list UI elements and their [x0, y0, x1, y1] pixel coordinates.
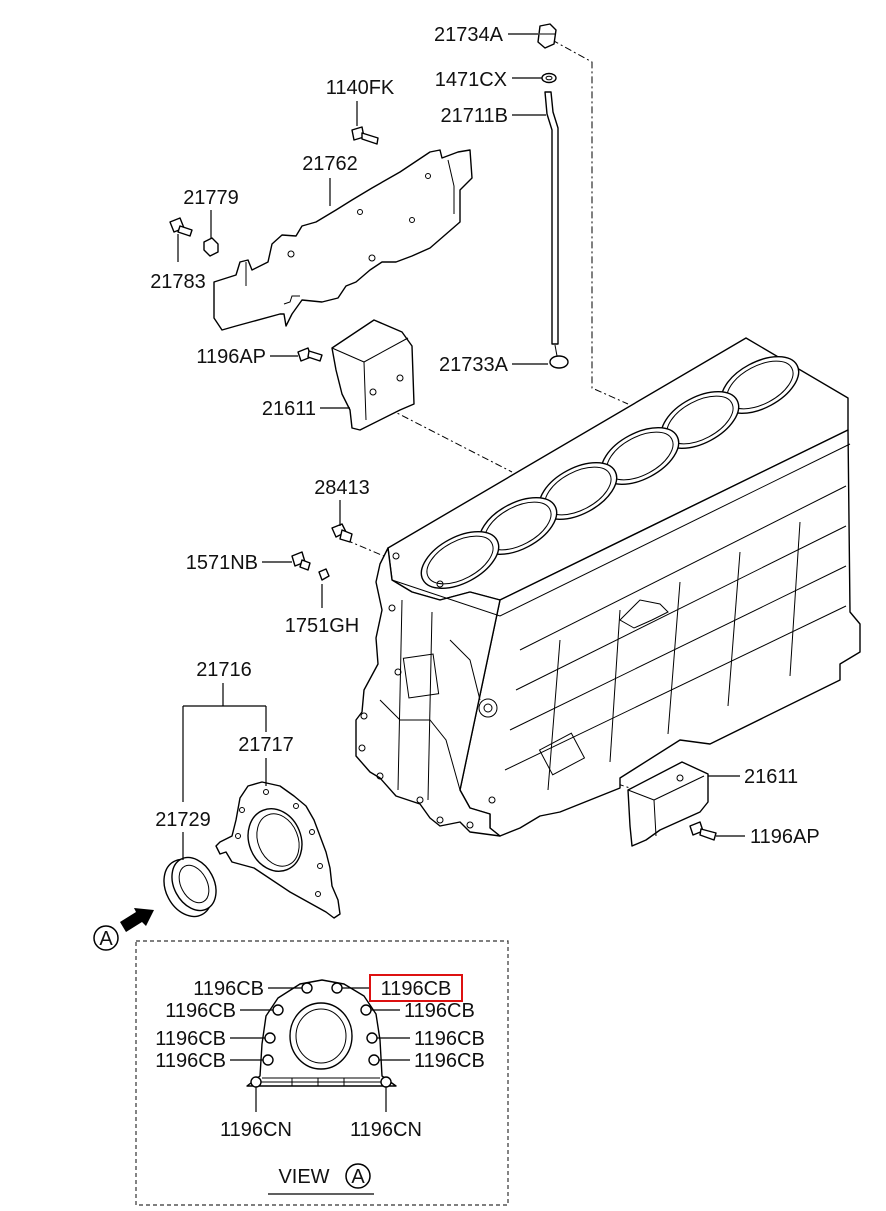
rear-oil-seal-case-part[interactable]: [215, 781, 341, 919]
engine-bracket-top-part[interactable]: [331, 319, 415, 431]
view-a-frame: [135, 940, 509, 1206]
label-1471cx[interactable]: 1471CX: [435, 69, 507, 91]
label-cb-right-3[interactable]: 1196CB: [414, 1028, 485, 1050]
label-1196ap-top[interactable]: 1196AP: [196, 346, 266, 368]
highlighted-part-box: [369, 974, 463, 1002]
view-a-leader-lines: [230, 987, 410, 1112]
gauge-cap-part[interactable]: [537, 23, 557, 49]
o-ring-part[interactable]: [541, 72, 557, 84]
label-21733a[interactable]: 21733A: [439, 354, 509, 376]
label-28413[interactable]: 28413: [314, 477, 370, 499]
callout-labels: 21734A 1471CX 21711B 1140FK 21762 21779 …: [150, 24, 820, 848]
bolt-28413-part[interactable]: [331, 523, 353, 543]
label-cb-left-3[interactable]: 1196CB: [155, 1028, 226, 1050]
rear-oil-seal-part[interactable]: [154, 850, 224, 925]
engine-bracket-bottom-part[interactable]: [627, 761, 709, 847]
label-cn-right[interactable]: 1196CN: [350, 1119, 422, 1141]
gauge-tube-part[interactable]: [544, 91, 559, 345]
leader-lines: [177, 33, 745, 860]
label-21611-bottom[interactable]: 21611: [744, 766, 798, 788]
collar-21779-part[interactable]: [203, 237, 219, 257]
view-a-arrow-icon: [93, 908, 154, 951]
label-cb-right-2[interactable]: 1196CB: [404, 1000, 475, 1022]
view-a-seal-case: [246, 979, 397, 1088]
view-title-ref-circle-icon: [345, 1163, 371, 1189]
view-a-inset: 1196CB 1196CB 1196CB 1196CB 1196CB 1196C…: [135, 940, 509, 1206]
label-cn-left[interactable]: 1196CN: [220, 1119, 292, 1141]
view-title: VIEW: [278, 1166, 329, 1188]
heat-shield-part[interactable]: [213, 149, 473, 331]
bolt-1196ap-bottom-part[interactable]: [689, 821, 717, 841]
oil-level-gauge-group: [537, 23, 569, 369]
view-ref-letter: A: [99, 928, 113, 950]
label-21729[interactable]: 21729: [155, 809, 211, 831]
bolt-1196ap-top-part[interactable]: [297, 347, 323, 362]
label-1196ap-bottom[interactable]: 1196AP: [750, 826, 820, 848]
label-21783[interactable]: 21783: [150, 271, 206, 293]
label-21762[interactable]: 21762: [302, 153, 358, 175]
label-1571nb[interactable]: 1571NB: [186, 552, 258, 574]
label-21717[interactable]: 21717: [238, 734, 294, 756]
label-1140fk[interactable]: 1140FK: [326, 77, 395, 99]
label-21734a[interactable]: 21734A: [434, 24, 504, 46]
label-cb-top-left[interactable]: 1196CB: [193, 978, 264, 1000]
label-21711b[interactable]: 21711B: [441, 105, 508, 127]
label-cb-top-right-highlighted[interactable]: 1196CB: [381, 978, 452, 1000]
bolt-1140fk-part[interactable]: [351, 126, 379, 145]
label-21611-top[interactable]: 21611: [262, 398, 316, 420]
stud-21783-part[interactable]: [169, 217, 193, 237]
label-1751gh[interactable]: 1751GH: [285, 615, 360, 637]
label-cb-left-4[interactable]: 1196CB: [155, 1050, 226, 1072]
label-21716[interactable]: 21716: [196, 659, 252, 681]
plug-1571nb-part[interactable]: [291, 551, 311, 571]
gauge-ring-part[interactable]: [549, 344, 569, 369]
label-cb-left-2[interactable]: 1196CB: [165, 1000, 236, 1022]
label-cb-right-4[interactable]: 1196CB: [414, 1050, 485, 1072]
label-21779[interactable]: 21779: [183, 187, 239, 209]
cylinder-block-part[interactable]: [355, 337, 861, 837]
plug-1751gh-part[interactable]: [318, 568, 330, 581]
view-title-ref-letter: A: [351, 1166, 365, 1188]
